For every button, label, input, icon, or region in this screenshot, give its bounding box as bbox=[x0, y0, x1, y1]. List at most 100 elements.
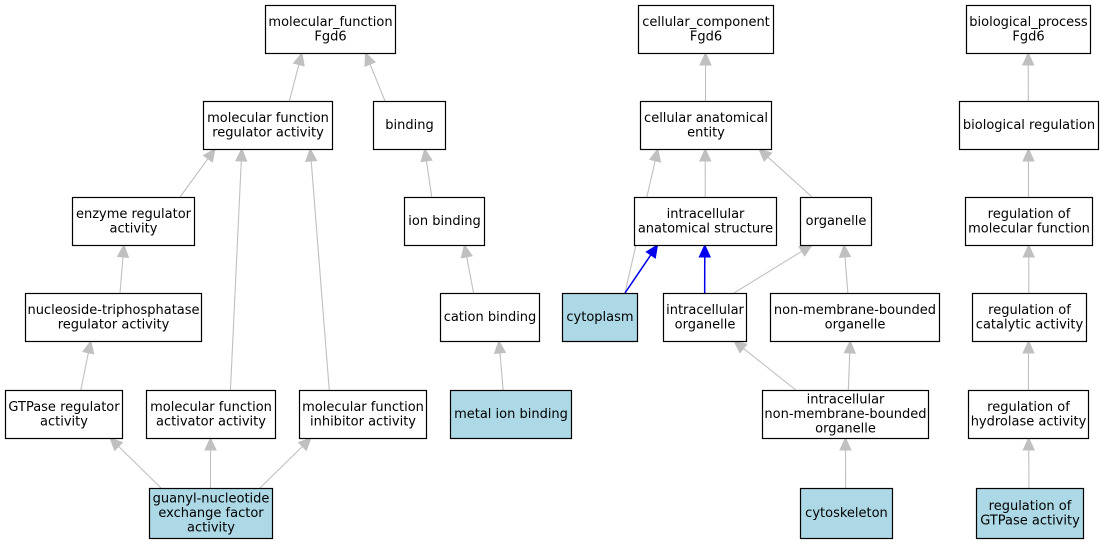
edge-arrowhead bbox=[82, 339, 95, 355]
go-term-box bbox=[761, 389, 930, 440]
edge-arrowhead bbox=[1021, 51, 1035, 66]
go-term-label: cellular anatomical bbox=[644, 111, 768, 126]
go-term-label: regulator activity bbox=[58, 317, 170, 332]
edge-rha-to-rca bbox=[1022, 339, 1035, 391]
edge-arrowhead bbox=[304, 147, 318, 162]
go-term-box bbox=[403, 196, 486, 247]
go-term-box bbox=[975, 487, 1085, 540]
go-term-box bbox=[264, 4, 397, 55]
edge-arrowhead bbox=[460, 243, 473, 259]
edge-mfaa-to-mfra bbox=[229, 147, 248, 391]
edge-nmbo-to-organelle bbox=[838, 243, 852, 294]
edge-line bbox=[369, 63, 386, 102]
edge-arrowhead bbox=[202, 148, 216, 163]
edge-line bbox=[259, 446, 303, 489]
go-term-box bbox=[965, 4, 1092, 55]
edge-organelle-to-cae bbox=[758, 148, 813, 198]
go-term-label: intracellular bbox=[666, 303, 744, 318]
edge-arrowhead bbox=[645, 244, 659, 259]
go-term-label: activity bbox=[110, 221, 158, 236]
go-term-node-br[interactable]: biological regulation bbox=[958, 100, 1100, 151]
go-term-box bbox=[964, 196, 1094, 247]
go-term-label: metal ion binding bbox=[454, 407, 568, 422]
edge-line bbox=[847, 352, 851, 391]
edge-line bbox=[733, 250, 803, 294]
edge-io-to-ias bbox=[698, 243, 712, 294]
edge-line bbox=[288, 64, 300, 102]
edge-arrowhead bbox=[699, 51, 712, 66]
go-term-label: activity bbox=[40, 414, 88, 429]
edge-line bbox=[425, 160, 433, 198]
edge-mfra-to-mf bbox=[288, 51, 305, 102]
go-term-label: non-membrane-bounded bbox=[764, 407, 926, 422]
edge-arrowhead bbox=[297, 437, 312, 452]
edge-line bbox=[119, 256, 124, 294]
edge-arrowhead bbox=[733, 340, 748, 354]
edge-inmbo-to-io bbox=[733, 340, 797, 391]
edge-ionb-to-binding bbox=[420, 147, 433, 198]
edge-line bbox=[179, 158, 209, 198]
go-term-label: biological_process bbox=[969, 15, 1088, 30]
go-term-box bbox=[145, 389, 277, 440]
go-term-box bbox=[769, 292, 941, 343]
edge-metalb-to-cationb bbox=[493, 339, 507, 391]
edge-cationb-to-ionb bbox=[460, 243, 475, 294]
go-term-node-cytoskeleton[interactable]: cytoskeleton bbox=[799, 487, 894, 540]
edge-gtpra-to-ntpra bbox=[80, 339, 95, 391]
go-term-node-binding[interactable]: binding bbox=[372, 100, 447, 151]
go-term-node-inmbo[interactable]: intracellularnon-membrane-boundedorganel… bbox=[761, 389, 930, 440]
go-term-label: Fgd6 bbox=[1012, 29, 1044, 44]
edge-line bbox=[118, 446, 162, 489]
edge-arrowhead bbox=[843, 339, 857, 354]
go-term-node-cytoplasm[interactable]: cytoplasm bbox=[561, 292, 639, 343]
go-term-label: non-membrane-bounded bbox=[774, 303, 936, 318]
go-term-node-metalb[interactable]: metal ion binding bbox=[449, 389, 573, 440]
edge-line bbox=[229, 160, 242, 391]
edge-arrowhead bbox=[109, 437, 124, 452]
go-term-label: GTPase activity bbox=[980, 513, 1080, 528]
edge-rmf-to-br bbox=[1022, 147, 1035, 197]
edge-line bbox=[844, 256, 849, 294]
go-term-label: catalytic activity bbox=[976, 317, 1084, 332]
edge-gnef-to-mfaa bbox=[204, 436, 217, 488]
go-term-label: ion binding bbox=[408, 214, 480, 229]
go-term-label: regulation of bbox=[987, 400, 1070, 415]
go-term-box bbox=[637, 4, 775, 55]
go-term-label: cytoplasm bbox=[566, 310, 633, 325]
go-term-box bbox=[24, 292, 203, 343]
edge-cae-to-cc bbox=[699, 51, 712, 101]
edge-line bbox=[767, 156, 813, 198]
go-term-box bbox=[662, 292, 748, 343]
go-term-node-organelle[interactable]: organelle bbox=[799, 196, 873, 247]
go-term-label: intracellular bbox=[667, 207, 745, 222]
go-term-node-ionb[interactable]: ion binding bbox=[403, 196, 486, 247]
edge-arrowhead bbox=[1022, 339, 1035, 354]
go-term-box bbox=[799, 487, 894, 540]
go-term-label: cytoskeleton bbox=[805, 506, 888, 521]
go-term-node-cationb[interactable]: cation binding bbox=[439, 292, 541, 343]
edge-arrowhead bbox=[234, 147, 248, 162]
edge-arrowhead bbox=[204, 436, 217, 451]
edge-arrowhead bbox=[493, 339, 507, 354]
go-term-label: binding bbox=[385, 118, 433, 133]
go-term-label: organelle bbox=[815, 422, 876, 437]
